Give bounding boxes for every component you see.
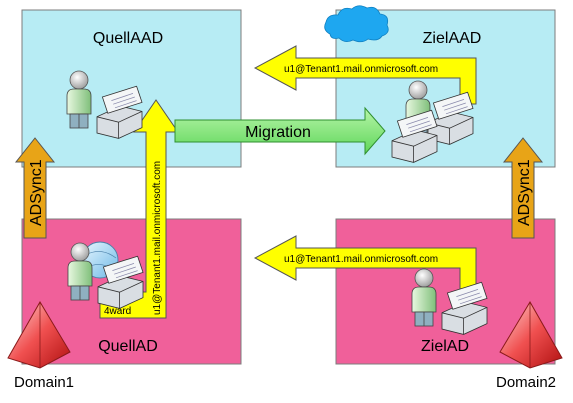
migration-label: Migration: [245, 124, 311, 141]
fourward-label: 4ward: [104, 306, 131, 317]
ziel-aad-label: ZielAAD: [423, 30, 482, 47]
upn-label-bottom: u1@Tenant1.mail.onmicrosoft.com: [284, 254, 438, 265]
upn-label-vertical: u1@Tenant1.mail.onmicrosoft.com: [152, 161, 163, 315]
cloud-icon: [324, 5, 389, 43]
quell-aad-label: QuellAAD: [93, 30, 163, 47]
adsync-label-left: ADSync1: [28, 159, 45, 226]
upn-arrow-top: [253, 45, 477, 105]
domain-label-left: Domain1: [14, 374, 74, 391]
ziel-ad-label: ZielAD: [421, 338, 469, 355]
upn-arrow-bottom: [253, 235, 477, 297]
adsync-arrow-left: [14, 137, 56, 239]
upn-label-top: u1@Tenant1.mail.onmicrosoft.com: [284, 64, 438, 75]
domain-label-right: Domain2: [496, 374, 556, 391]
domain-pyramid-icon: [7, 301, 71, 369]
quell-ad-label: QuellAD: [98, 338, 158, 355]
user-with-mailboxes-icon: [67, 241, 144, 309]
domain-pyramid-icon: [499, 301, 563, 369]
adsync-arrow-right: [502, 137, 544, 239]
migration-arrow: [174, 106, 386, 156]
upn-arrow-vertical: [99, 99, 179, 319]
adsync-label-right: ADSync1: [516, 159, 533, 226]
